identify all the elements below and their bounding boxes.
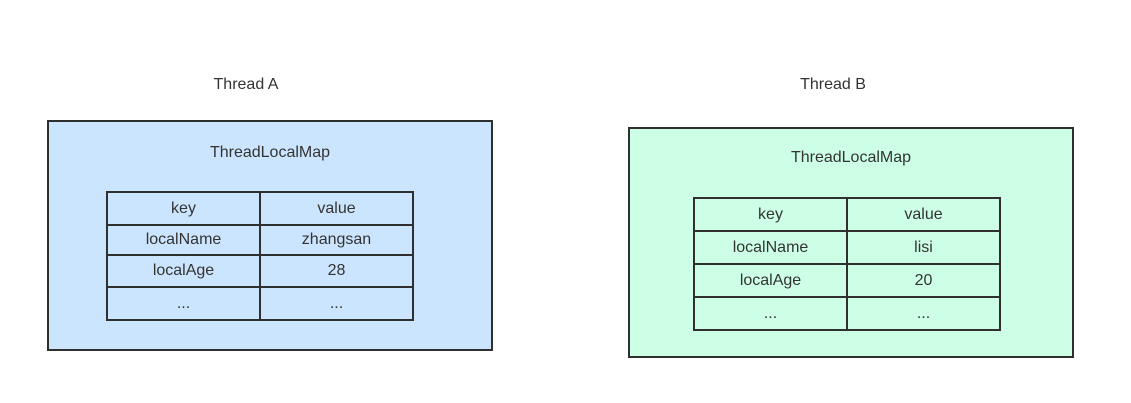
key-header: key <box>106 191 261 226</box>
key-header: key <box>693 197 848 232</box>
row-value-cell: ... <box>259 286 414 321</box>
row-value-cell: zhangsan <box>259 224 414 256</box>
table-header-row: key value <box>693 197 1001 232</box>
table-row: localName lisi <box>693 230 1001 265</box>
thread-b-map-table: key value localName lisi localAge 20 ...… <box>693 197 1001 331</box>
thread-a-map-table: key value localName zhangsan localAge 28… <box>106 191 414 321</box>
thread-b-title: Thread B <box>800 76 866 93</box>
value-header: value <box>259 191 414 226</box>
table-row: ... ... <box>106 286 414 321</box>
table-row: localAge 28 <box>106 254 414 288</box>
row-value-cell: 28 <box>259 254 414 288</box>
row-key-cell: localAge <box>106 254 261 288</box>
table-row: localAge 20 <box>693 263 1001 298</box>
row-value-cell: 20 <box>846 263 1001 298</box>
value-header: value <box>846 197 1001 232</box>
table-row: ... ... <box>693 296 1001 331</box>
table-row: localName zhangsan <box>106 224 414 256</box>
row-key-cell: ... <box>106 286 261 321</box>
thread-b-map-box: ThreadLocalMap key value localName lisi … <box>628 127 1074 358</box>
thread-a-title: Thread A <box>213 76 279 93</box>
thread-a-map-title: ThreadLocalMap <box>209 144 331 161</box>
row-key-cell: localName <box>693 230 848 265</box>
thread-a-map-box: ThreadLocalMap key value localName zhang… <box>47 120 493 351</box>
row-value-cell: ... <box>846 296 1001 331</box>
row-key-cell: localAge <box>693 263 848 298</box>
row-value-cell: lisi <box>846 230 1001 265</box>
thread-b-map-title: ThreadLocalMap <box>790 149 912 166</box>
table-header-row: key value <box>106 191 414 226</box>
row-key-cell: localName <box>106 224 261 256</box>
row-key-cell: ... <box>693 296 848 331</box>
